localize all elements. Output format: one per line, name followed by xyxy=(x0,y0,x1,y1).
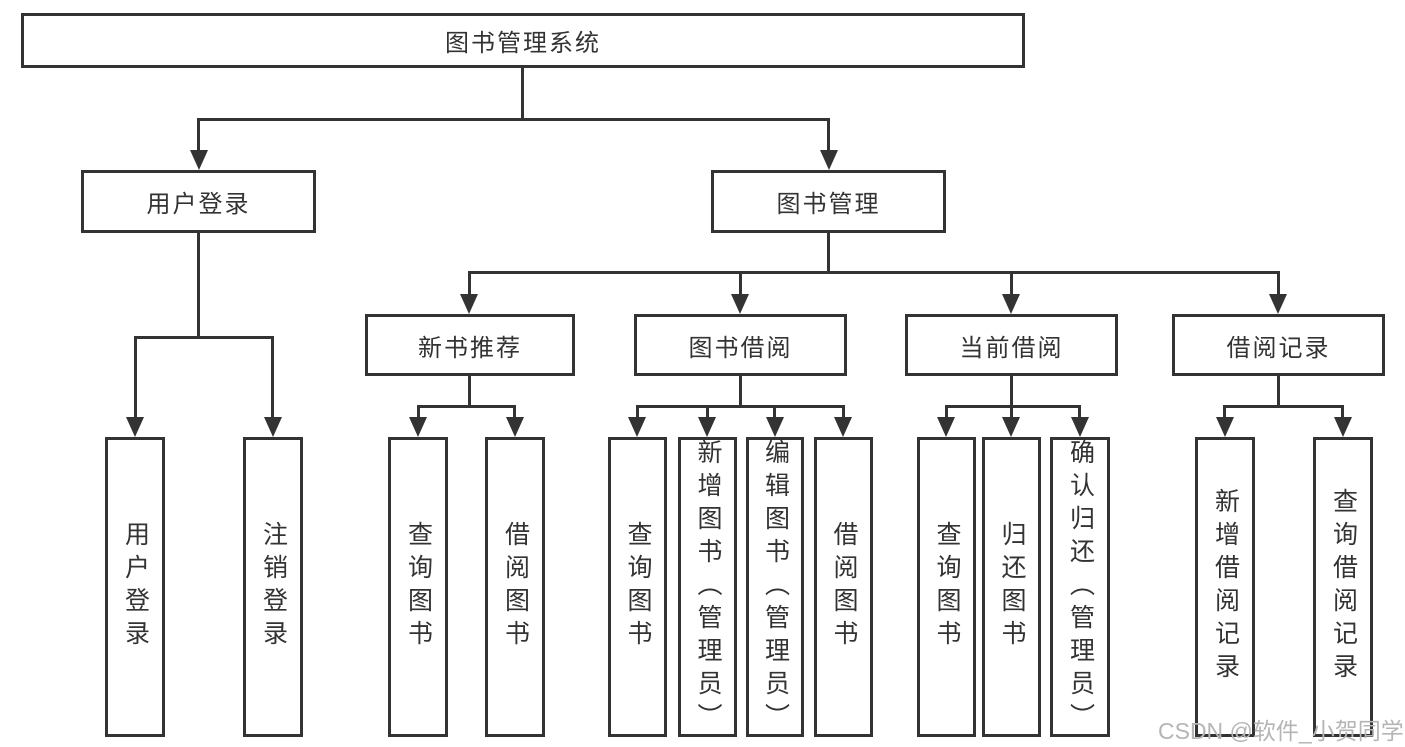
node-borrow-records-label: 借阅记录 xyxy=(1226,334,1331,362)
leaf-current-confirm-return-admin-label: 确认归还（管理员） xyxy=(1066,438,1095,736)
connector-line xyxy=(1010,271,1013,300)
node-root-label: 图书管理系统 xyxy=(445,30,601,57)
connector-line xyxy=(636,405,639,421)
connector-line xyxy=(521,68,524,118)
leaf-logout: 注销登录 xyxy=(243,437,303,737)
connector-line xyxy=(468,271,1280,274)
leaf-user-login: 用户登录 xyxy=(105,437,165,737)
leaf-current-return-books: 归还图书 xyxy=(982,437,1041,737)
arrow-down-icon xyxy=(190,150,208,170)
connector-line xyxy=(1277,271,1280,300)
arrow-down-icon xyxy=(1002,417,1020,437)
node-new-book-recommend-label: 新书推荐 xyxy=(418,334,522,362)
node-current-borrow: 当前借阅 xyxy=(905,314,1118,376)
leaf-borrow-add-books-admin: 新增图书（管理员） xyxy=(678,437,737,737)
node-user-login-label: 用户登录 xyxy=(146,191,251,218)
node-new-book-recommend: 新书推荐 xyxy=(365,314,575,376)
leaf-newbook-query-books-label: 查询图书 xyxy=(404,521,433,653)
arrow-down-icon xyxy=(628,417,646,437)
connector-line xyxy=(468,376,471,405)
connector-line xyxy=(773,405,776,421)
connector-line xyxy=(1010,405,1013,421)
leaf-borrow-query-books: 查询图书 xyxy=(608,437,667,737)
arrow-down-icon xyxy=(506,417,524,437)
connector-line xyxy=(417,405,516,408)
leaf-borrow-borrow-books-label: 借阅图书 xyxy=(830,521,858,653)
connector-line xyxy=(513,405,516,421)
leaf-current-query-books: 查询图书 xyxy=(917,437,976,737)
connector-line xyxy=(739,376,742,405)
leaf-user-login-label: 用户登录 xyxy=(121,521,150,653)
node-current-borrow-label: 当前借阅 xyxy=(959,334,1064,362)
connector-line xyxy=(197,118,200,154)
connector-line xyxy=(271,336,274,420)
leaf-current-return-books-label: 归还图书 xyxy=(998,521,1026,653)
leaf-borrow-borrow-books: 借阅图书 xyxy=(814,437,873,737)
leaf-records-query-record: 查询借阅记录 xyxy=(1313,437,1373,737)
connector-line xyxy=(945,405,948,421)
arrow-down-icon xyxy=(1334,417,1352,437)
arrow-down-icon xyxy=(937,417,955,437)
arrow-down-icon xyxy=(1216,417,1234,437)
connector-line xyxy=(1223,405,1344,408)
connector-line xyxy=(1341,405,1344,421)
arrow-down-icon xyxy=(820,150,838,170)
arrow-down-icon xyxy=(264,417,282,437)
arrow-down-icon xyxy=(460,294,478,314)
leaf-current-query-books-label: 查询图书 xyxy=(933,521,961,653)
connector-line xyxy=(636,405,845,408)
connector-line xyxy=(134,336,137,420)
arrow-down-icon xyxy=(766,417,784,437)
leaf-newbook-query-books: 查询图书 xyxy=(388,437,448,737)
arrow-down-icon xyxy=(1071,417,1089,437)
connector-line xyxy=(1277,376,1280,405)
connector-line xyxy=(197,233,200,336)
leaf-borrow-add-books-admin-label: 新增图书（管理员） xyxy=(694,438,722,736)
leaf-borrow-edit-books-admin-label: 编辑图书（管理员） xyxy=(761,438,790,736)
arrow-down-icon xyxy=(1269,294,1287,314)
node-root: 图书管理系统 xyxy=(21,13,1025,68)
node-book-management-label: 图书管理 xyxy=(776,191,881,218)
node-book-management: 图书管理 xyxy=(711,170,946,233)
connector-line xyxy=(827,233,830,271)
connector-line xyxy=(706,405,709,421)
connector-line xyxy=(134,336,274,339)
arrow-down-icon xyxy=(731,294,749,314)
leaf-records-add-record-label: 新增借阅记录 xyxy=(1211,488,1240,686)
leaf-borrow-edit-books-admin: 编辑图书（管理员） xyxy=(746,437,804,737)
arrow-down-icon xyxy=(409,417,427,437)
leaf-records-query-record-label: 查询借阅记录 xyxy=(1329,488,1358,686)
connector-line xyxy=(945,405,1081,408)
node-borrow-records: 借阅记录 xyxy=(1172,314,1385,376)
csdn-watermark: CSDN @软件_小贺同学 xyxy=(1158,718,1404,744)
arrow-down-icon xyxy=(126,417,144,437)
connector-line xyxy=(417,405,420,421)
connector-line xyxy=(842,405,845,421)
connector-line xyxy=(739,271,742,300)
arrow-down-icon xyxy=(698,417,716,437)
arrow-down-icon xyxy=(834,417,852,437)
leaf-newbook-borrow-books-label: 借阅图书 xyxy=(501,521,530,653)
leaf-logout-label: 注销登录 xyxy=(259,521,288,653)
connector-line xyxy=(197,118,830,121)
arrow-down-icon xyxy=(1002,294,1020,314)
leaf-newbook-borrow-books: 借阅图书 xyxy=(485,437,545,737)
leaf-records-add-record: 新增借阅记录 xyxy=(1195,437,1255,737)
node-book-borrow: 图书借阅 xyxy=(634,314,847,376)
connector-line xyxy=(1078,405,1081,421)
node-book-borrow-label: 图书借阅 xyxy=(688,334,793,362)
leaf-current-confirm-return-admin: 确认归还（管理员） xyxy=(1050,437,1110,737)
leaf-borrow-query-books-label: 查询图书 xyxy=(624,521,652,653)
connector-line xyxy=(1223,405,1226,421)
connector-line xyxy=(468,271,471,300)
node-user-login: 用户登录 xyxy=(81,170,316,233)
connector-line xyxy=(827,118,830,154)
connector-line xyxy=(1010,376,1013,405)
